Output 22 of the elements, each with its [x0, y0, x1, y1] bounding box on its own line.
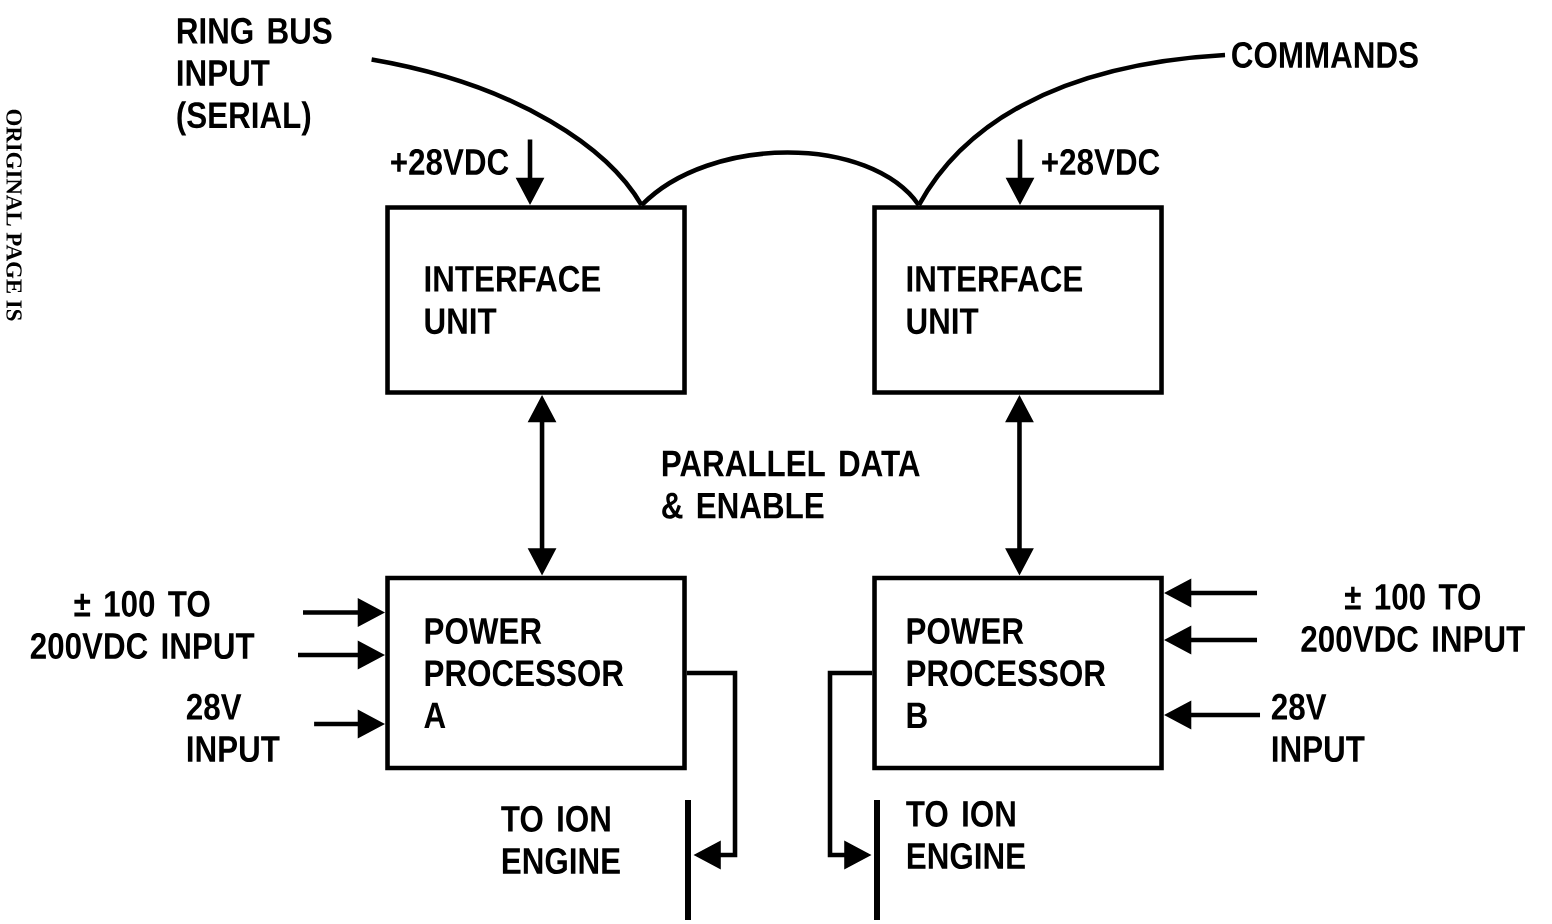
side-note: ORIGINAL PAGE IS: [6, 109, 22, 321]
interface-box: INTERFACE UNIT: [385, 205, 687, 395]
signal-line: [371, 57, 644, 207]
voltage-label: +28VDC: [391, 148, 509, 176]
label-text: PARALLEL DATA & ENABLE: [662, 450, 920, 519]
input-label: ± 100 TO 200VDC INPUT: [1301, 583, 1525, 653]
processor-box: POWER PROCESSOR B: [872, 575, 1164, 771]
voltage-label: +28VDC: [1042, 148, 1160, 176]
output-bar: [874, 800, 880, 920]
output-label: TO ION ENGINE: [906, 800, 1025, 870]
input-label: ± 100 TO 200VDC INPUT: [30, 590, 255, 660]
output-bar: [685, 800, 691, 920]
signal-label: RING BUS INPUT (SERIAL): [177, 17, 332, 136]
output-label: TO ION ENGINE: [501, 805, 620, 875]
output-arrow: [686, 670, 738, 870]
input-label: 28V INPUT: [186, 693, 280, 763]
interface-box: INTERFACE UNIT: [872, 205, 1164, 395]
signal-line: [640, 150, 921, 207]
input-label: 28V INPUT: [1271, 693, 1365, 763]
signal-line: [916, 52, 1226, 207]
signal-label: COMMANDS: [1232, 41, 1418, 69]
processor-box: POWER PROCESSOR A: [385, 575, 687, 771]
